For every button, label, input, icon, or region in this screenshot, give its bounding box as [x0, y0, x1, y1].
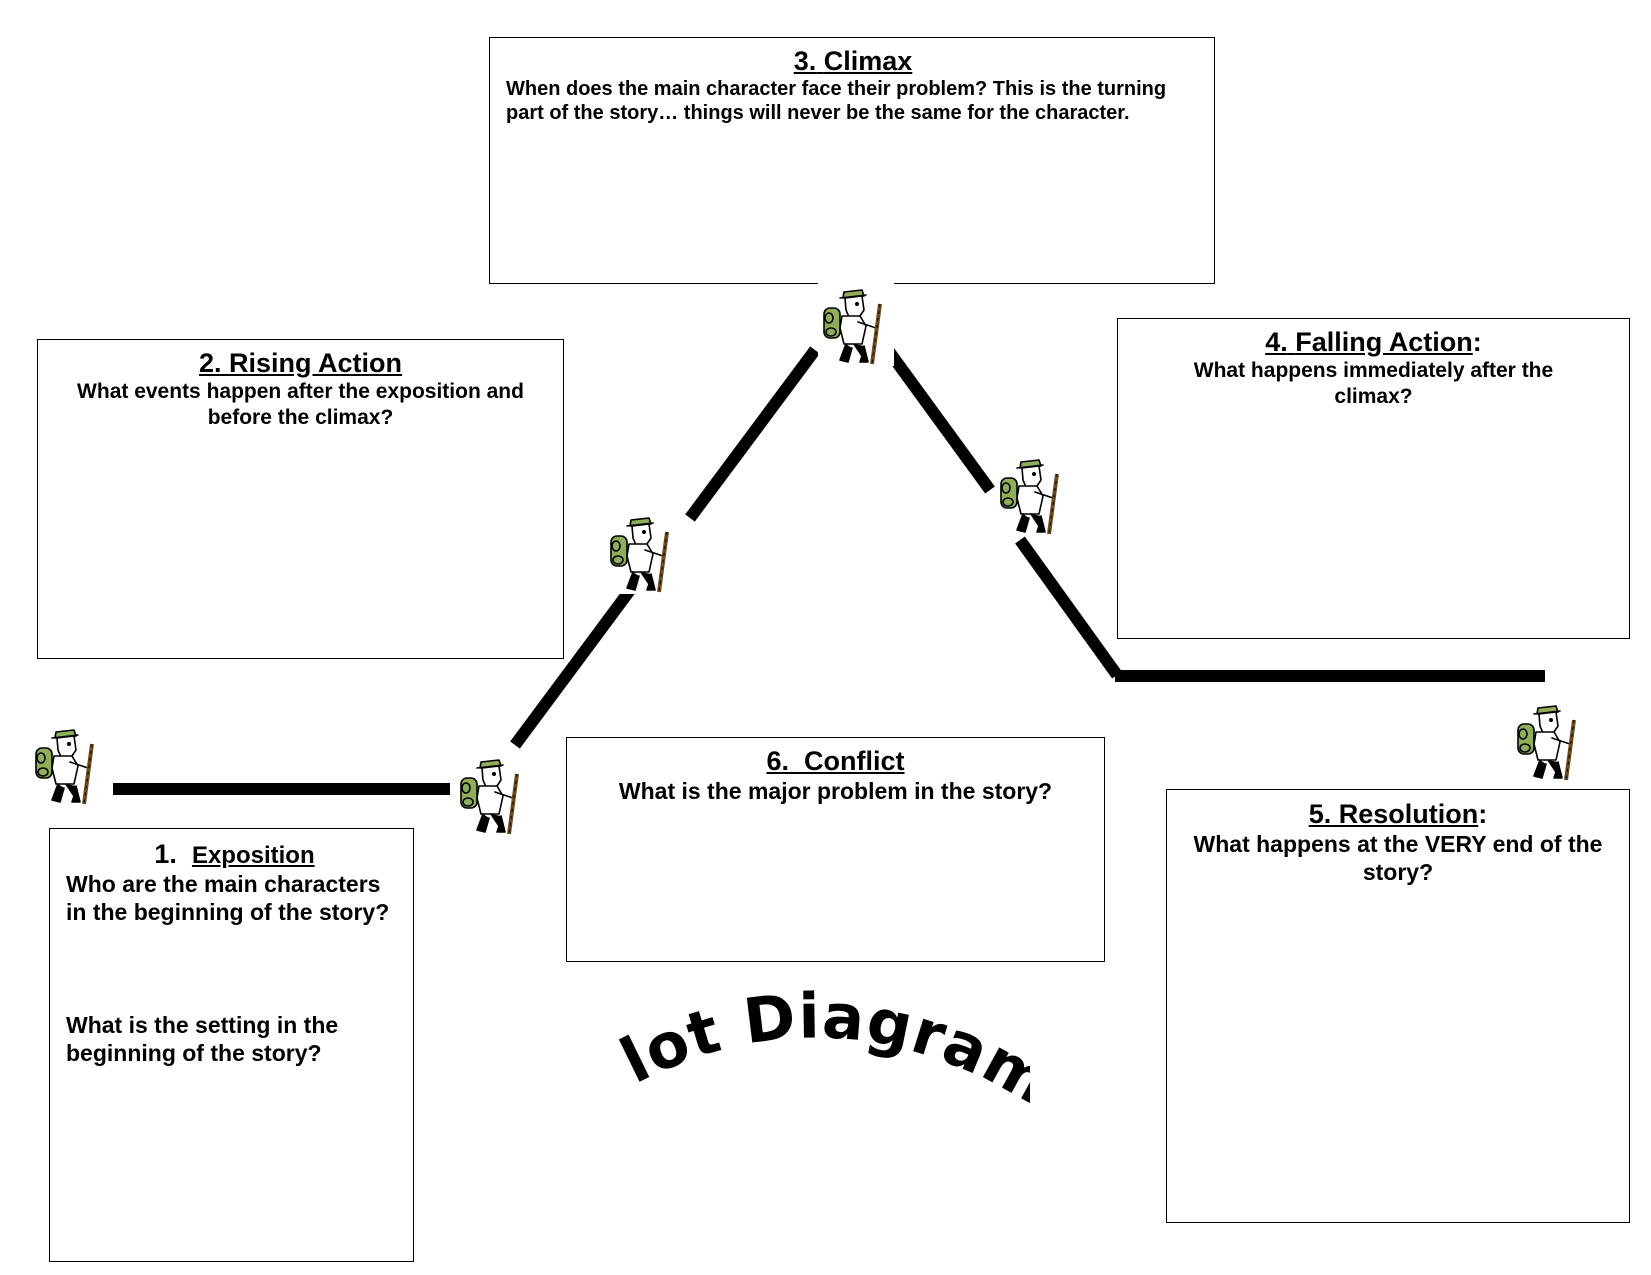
hiker-icon — [30, 722, 106, 806]
exposition-question-characters: Who are the main characters in the begin… — [66, 871, 390, 926]
rising-line-upper — [685, 346, 820, 522]
svg-text:Plot Diagram: Plot Diagram — [600, 990, 1030, 1110]
falling-line-upper — [883, 346, 995, 494]
hiker-icon — [605, 510, 681, 594]
exposition-box: 1. Exposition Who are the main character… — [49, 828, 414, 1262]
rising-line-lower — [510, 566, 650, 749]
conflict-title: 6. Conflict — [766, 746, 905, 776]
hiker-icon — [995, 452, 1071, 536]
resolution-box: 5. Resolution: What happens at the VERY … — [1166, 789, 1630, 1223]
climax-box: 3. Climax When does the main character f… — [489, 37, 1215, 284]
falling-line-lower — [1015, 536, 1122, 679]
hiker-icon — [818, 282, 894, 366]
rising-action-question: What events happen after the exposition … — [77, 380, 524, 429]
climax-question: When does the main character face their … — [506, 78, 1167, 125]
hiker-icon — [455, 752, 531, 836]
climax-title: 3. Climax — [793, 46, 913, 76]
conflict-box: 6. Conflict What is the major problem in… — [566, 737, 1105, 962]
falling-action-question: What happens immediately after the clima… — [1193, 359, 1554, 408]
exposition-title: 1. Exposition — [154, 839, 315, 869]
hiker-icon — [1512, 698, 1588, 782]
conflict-question: What is the major problem in the story? — [618, 778, 1053, 805]
rising-action-title: 2. Rising Action — [198, 348, 403, 378]
resolution-question: What happens at the VERY end of the stor… — [1193, 831, 1603, 886]
rising-action-box: 2. Rising Action What events happen afte… — [37, 339, 564, 659]
plot-diagram-title: Plot Diagram — [600, 990, 1030, 1110]
falling-action-title: 4. Falling Action: — [1265, 327, 1482, 357]
falling-action-box: 4. Falling Action: What happens immediat… — [1117, 318, 1630, 639]
exposition-question-setting: What is the setting in the beginning of … — [66, 1012, 339, 1067]
resolution-title: 5. Resolution: — [1308, 799, 1488, 829]
